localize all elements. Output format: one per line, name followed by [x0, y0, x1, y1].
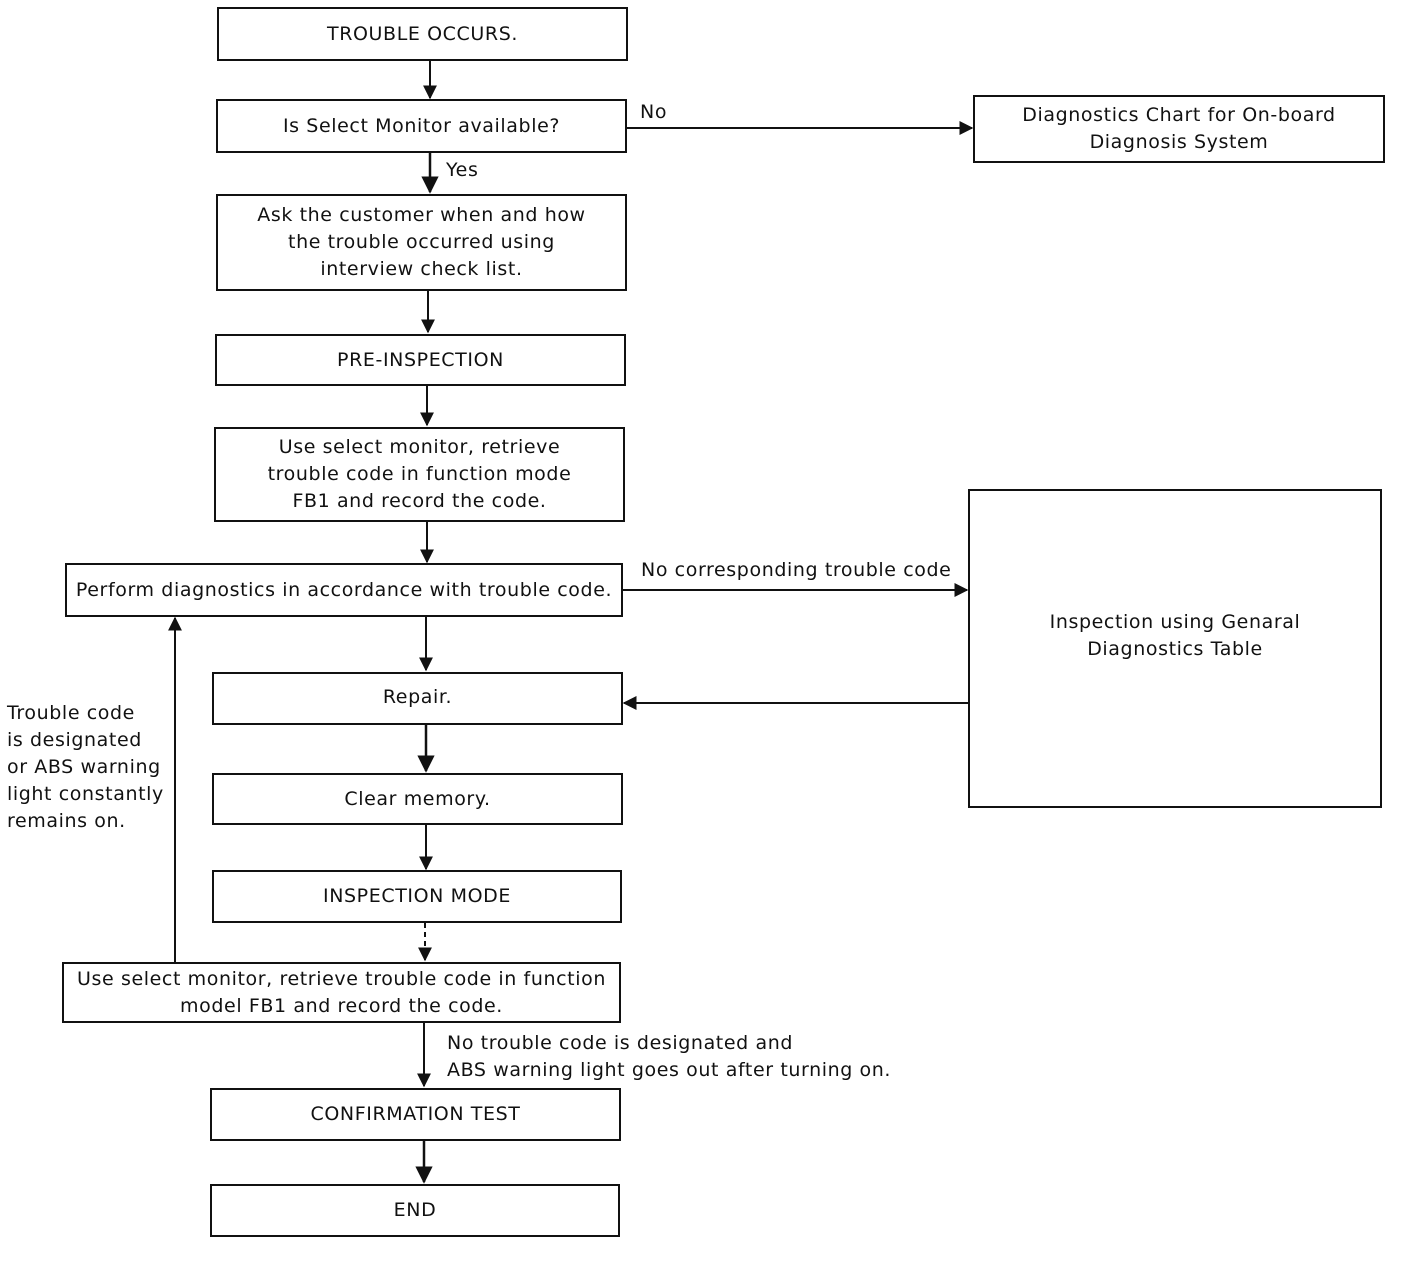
node-select-monitor-question: Is Select Monitor available? [216, 99, 627, 153]
node-general-diagnostics-table-text: Inspection using Genaral Diagnostics Tab… [1049, 611, 1301, 660]
node-select-monitor-question-text: Is Select Monitor available? [282, 114, 561, 137]
node-retrieve-code-1: Use select monitor, retrieve trouble cod… [214, 427, 625, 522]
node-confirmation-test-text: CONFIRMATION TEST [310, 1103, 521, 1125]
edge-label-no-trouble-code: No trouble code is designated and ABS wa… [447, 1032, 892, 1081]
node-retrieve-code-1-text: Use select monitor, retrieve trouble cod… [267, 436, 572, 512]
node-end-text: END [393, 1199, 437, 1221]
node-clear-memory: Clear memory. [212, 773, 623, 825]
node-repair: Repair. [212, 672, 623, 725]
node-confirmation-test: CONFIRMATION TEST [210, 1088, 621, 1141]
edge-label-yes: Yes [446, 159, 479, 181]
edge-label-no: No [640, 101, 668, 123]
node-retrieve-code-2-text: Use select monitor, retrieve trouble cod… [77, 967, 606, 1017]
node-trouble-occurs: TROUBLE OCCURS. [217, 7, 628, 61]
node-perform-diagnostics: Perform diagnostics in accordance with t… [65, 563, 623, 617]
node-general-diagnostics-table: Inspection using Genaral Diagnostics Tab… [968, 489, 1382, 808]
node-perform-diagnostics-text: Perform diagnostics in accordance with t… [75, 578, 613, 601]
node-onboard-diagnostics-chart: Diagnostics Chart for On-board Diagnosis… [973, 95, 1385, 163]
node-trouble-occurs-text: TROUBLE OCCURS. [326, 22, 519, 45]
node-repair-text: Repair. [382, 686, 453, 708]
node-end: END [210, 1184, 620, 1237]
node-onboard-diagnostics-chart-text: Diagnostics Chart for On-board Diagnosis… [1022, 104, 1336, 153]
node-pre-inspection-text: PRE-INSPECTION [337, 348, 504, 371]
edge-label-loop-back: Trouble code is designated or ABS warnin… [7, 702, 164, 832]
node-inspection-mode: INSPECTION MODE [212, 870, 622, 923]
edge-label-no-corresponding: No corresponding trouble code [641, 559, 952, 581]
node-ask-customer-text: Ask the customer when and how the troubl… [257, 204, 586, 280]
node-retrieve-code-2: Use select monitor, retrieve trouble cod… [62, 962, 621, 1023]
node-ask-customer: Ask the customer when and how the troubl… [216, 194, 627, 291]
node-inspection-mode-text: INSPECTION MODE [322, 885, 511, 907]
node-pre-inspection: PRE-INSPECTION [215, 334, 626, 386]
node-clear-memory-text: Clear memory. [344, 787, 491, 810]
